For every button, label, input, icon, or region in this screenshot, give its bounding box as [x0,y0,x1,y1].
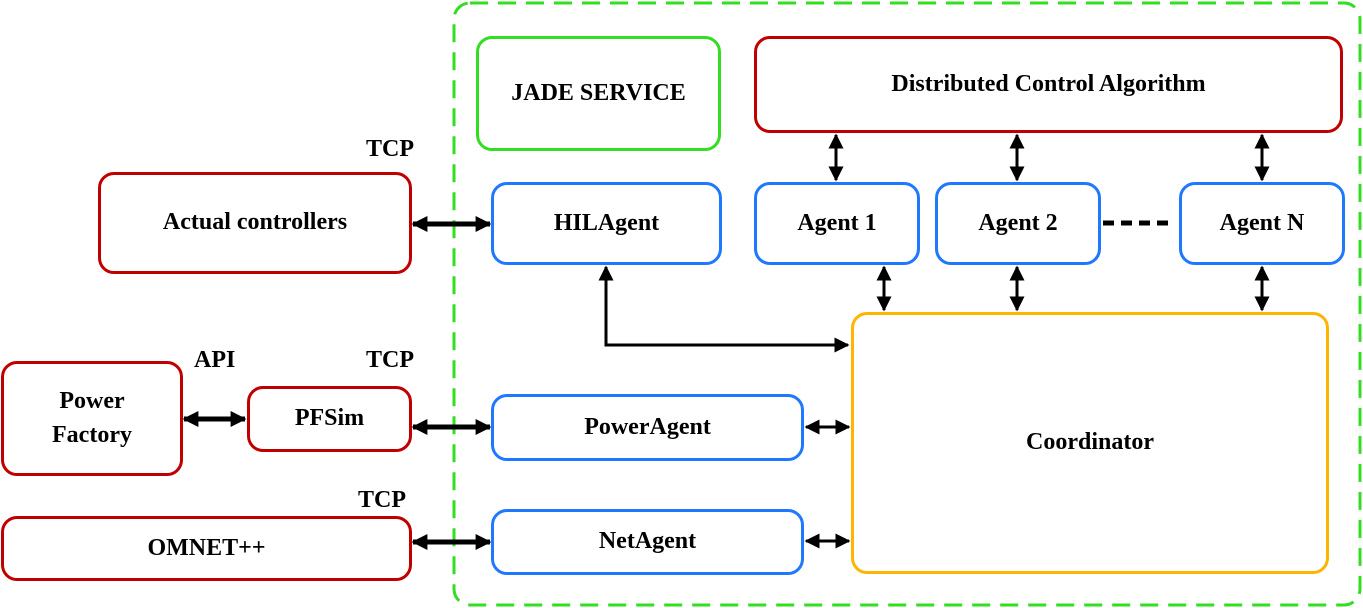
netagent-box: NetAgent [491,509,804,575]
tcp-label-pfsim: TCP [366,347,414,373]
api-label: API [194,347,236,373]
poweragent-box: PowerAgent [491,394,804,461]
power-factory-box: Power Factory [1,361,183,476]
hilagent-box: HILAgent [491,182,722,265]
tcp-label-hil: TCP [366,136,414,162]
actual-controllers-box: Actual controllers [98,172,412,274]
jade-service-box: JADE SERVICE [476,36,721,151]
agent-n-box: Agent N [1179,182,1345,265]
omnet-box: OMNET++ [1,516,412,581]
pfsim-box: PFSim [247,386,412,452]
agent-2-box: Agent 2 [935,182,1101,265]
distributed-control-algorithm-box: Distributed Control Algorithm [754,36,1343,133]
jade-container-boundary [452,1,1362,607]
edge-hilagent-coordinator [598,265,850,353]
coordinator-box: Coordinator [851,312,1329,574]
agent-1-box: Agent 1 [754,182,920,265]
tcp-label-omnet: TCP [358,487,406,513]
